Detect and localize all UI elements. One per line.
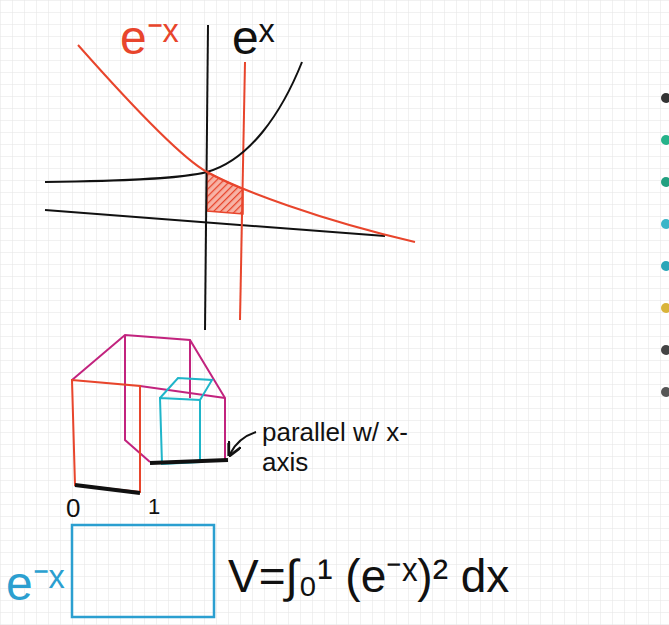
axis-value: 0 xyxy=(66,494,80,524)
pointer-arrow xyxy=(230,432,256,454)
exp-curve xyxy=(45,62,302,182)
side-label: e⁻ˣ xyxy=(6,556,64,611)
y-axis xyxy=(205,25,208,330)
shaded-region xyxy=(207,172,243,214)
curve-label: eˣ xyxy=(232,10,274,65)
solid-sketch xyxy=(72,335,225,492)
base-edge xyxy=(75,485,140,493)
cross-section-square xyxy=(72,525,214,617)
axis-value: 1 xyxy=(148,494,160,519)
tool-dots xyxy=(661,93,669,397)
line-x-1 xyxy=(240,62,245,320)
curve-label: e⁻ˣ xyxy=(120,10,178,65)
note: parallel w/ x-axis xyxy=(262,418,422,478)
x-axis xyxy=(45,210,385,236)
formula: V=∫₀¹ (e⁻ˣ)² dx xyxy=(228,550,509,603)
exp-neg-curve xyxy=(78,45,415,242)
base-edge xyxy=(150,460,228,463)
